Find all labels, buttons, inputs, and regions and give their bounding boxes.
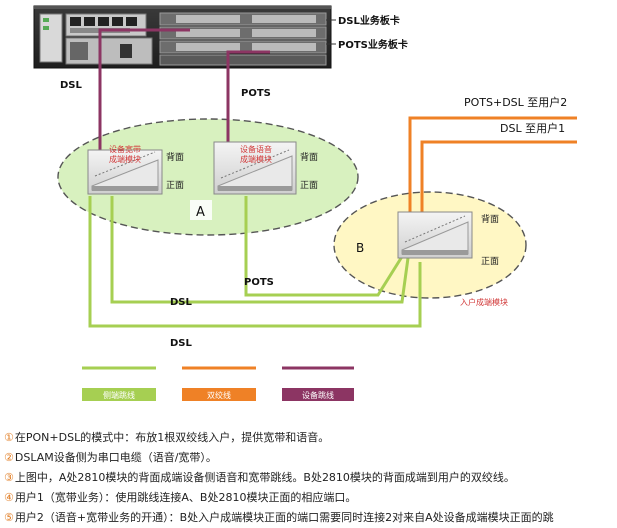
legend-device-swatch (282, 388, 354, 401)
twisted-pair-user2 (408, 116, 577, 238)
note-1: ①在PON+DSL的模式中：布放1根双绞线入户，提供宽带和语音。 (4, 431, 330, 444)
dsl-jumper-lower (88, 196, 422, 328)
home-module (397, 211, 473, 259)
dsl-jumper-label: DSL (170, 297, 193, 308)
dsl-cable-label: DSL (60, 80, 83, 91)
dsl-board-label: DSL业务板卡 (338, 14, 400, 27)
svg-text:成端模块: 成端模块 (109, 154, 141, 164)
legend-twisted-swatch (182, 388, 256, 401)
legend: 侧端跳线 双绞线 设备跳线 (82, 366, 354, 401)
dsl-jumper (110, 196, 410, 304)
notes: ①在PON+DSL的模式中：布放1根双绞线入户，提供宽带和语音。 ②DSLAM设… (4, 428, 616, 528)
pots-jumper (244, 196, 405, 297)
svg-text:成端模块: 成端模块 (240, 154, 272, 164)
broadband-front-label: 正面 (166, 180, 184, 191)
pots-cable-label: POTS (241, 88, 271, 99)
dslam-chassis (33, 5, 332, 69)
note-2: ②DSLAM设备侧为串口电缆（语音/宽带）。 (4, 451, 217, 464)
legend-jumper-swatch (82, 388, 156, 401)
pots-board-label: POTS业务板卡 (338, 38, 408, 51)
svg-text:设备语音: 设备语音 (240, 144, 272, 154)
voice-module: 设备语音 成端模块 (213, 141, 297, 195)
voice-back-label: 背面 (300, 151, 318, 163)
note-4: ④用户1（宽带业务）：使用跳线连接A、B处2810模块正面的相应端口。 (4, 491, 357, 504)
pots-device-cable (226, 50, 270, 150)
broadband-module: 设备宽带 成端模块 (87, 144, 163, 195)
twisted-pair-user1 (420, 140, 577, 238)
broadband-back-label: 背面 (166, 151, 184, 163)
home-front-label: 正面 (481, 256, 499, 267)
legend-device-label: 设备跳线 (302, 390, 334, 400)
pots-jumper-label: POTS (244, 277, 274, 288)
home-module-label: 入户成端模块 (460, 297, 508, 307)
home-back-label: 背面 (481, 213, 499, 225)
zone-a-label: A (196, 205, 205, 220)
note-3: ③上图中，A处2810模块的背面成端设备侧语音和宽带跳线。B处2810模块的背面… (4, 471, 515, 484)
dsl-lower-label: DSL (170, 338, 193, 349)
legend-jumper-label: 侧端跳线 (103, 390, 135, 400)
zone-b-label: B (356, 241, 364, 255)
svg-text:设备宽带: 设备宽带 (109, 144, 141, 154)
dsl-device-cable (98, 28, 190, 162)
user1-label: DSL 至用户1 (500, 121, 565, 135)
wiring-diagram: DSL业务板卡 POTS业务板卡 DSL POTS POTS+DSL 至用户2 … (33, 5, 577, 401)
user2-label: POTS+DSL 至用户2 (464, 95, 567, 109)
note-5: ⑤用户2（语音+宽带业务的开通）：B处入户成端模块正面的端口需要同时连接2对来自… (4, 511, 554, 524)
legend-twisted-label: 双绞线 (207, 390, 231, 400)
voice-front-label: 正面 (300, 180, 318, 191)
